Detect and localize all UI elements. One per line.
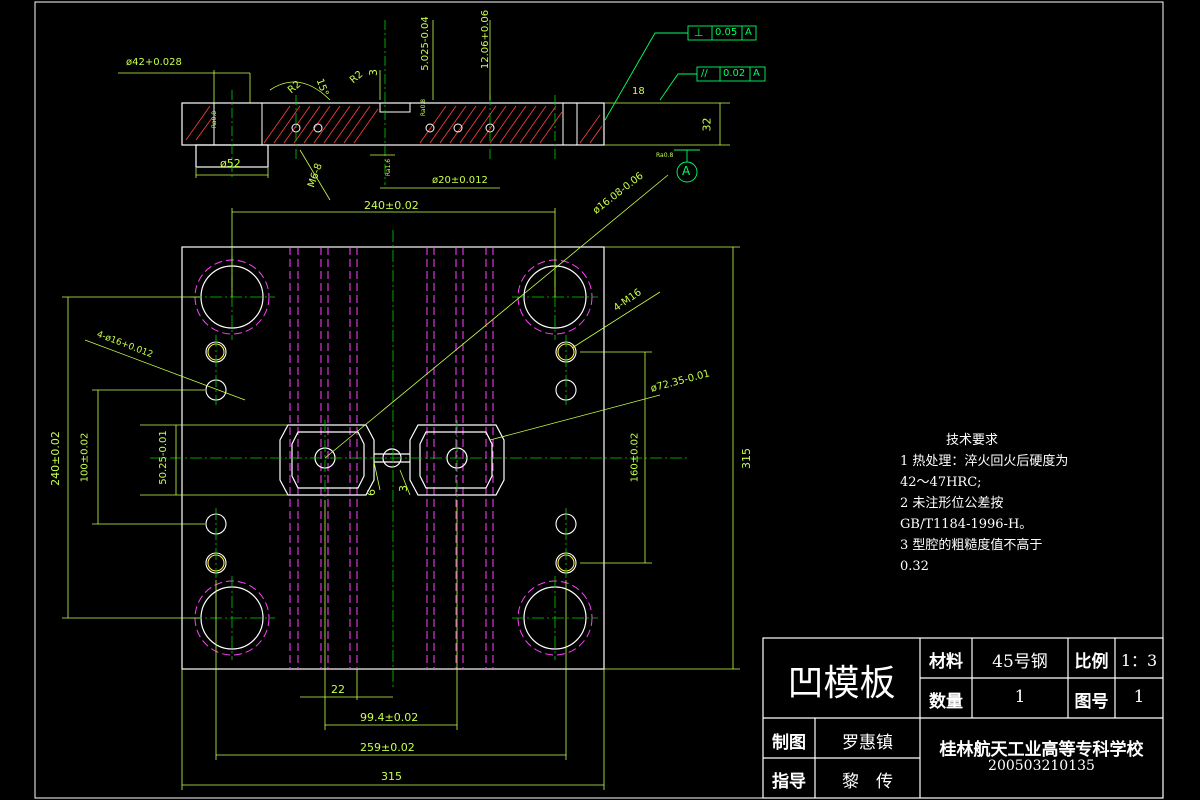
perp-symbol: ⊥ (694, 26, 704, 39)
dim-240-top: 240±0.02 (364, 199, 419, 212)
notes-heading: 技术要求 (946, 433, 999, 448)
student-id: 200503210135 (988, 758, 1095, 774)
section-view (118, 20, 766, 201)
dim-22: 22 (331, 683, 345, 696)
dim-d20: ø20±0.012 (432, 175, 488, 186)
dim-3b: 3 (397, 485, 410, 492)
material-label: 材料 (929, 652, 963, 672)
guide-by: 黎 传 (842, 772, 893, 792)
plan-dimensions (62, 174, 740, 790)
perp-datum: A (745, 27, 752, 38)
cavities (279, 424, 505, 496)
dim-32: 32 (700, 117, 714, 132)
drawn-by: 罗惠镇 (842, 733, 893, 753)
roughness-d: Ra0.8 (656, 152, 674, 159)
drawing-no-label: 图号 (1074, 692, 1109, 712)
notes-line: GB/T1184-1996-H。 (900, 517, 1033, 532)
notes-line: 42～47HRC; (900, 475, 982, 490)
dim-d42: ø42+0.028 (126, 57, 182, 68)
dim-100: 100±0.02 (79, 432, 91, 483)
par-symbol: // (701, 68, 708, 79)
plan-view (62, 174, 740, 790)
notes-line: 3 型腔的粗糙度值不高于 (900, 538, 1043, 553)
dim-1206: 12.06+0.06 (480, 9, 492, 70)
qty-label: 数量 (929, 692, 963, 712)
section-hatch (185, 105, 603, 144)
tolerance-frames (604, 25, 766, 183)
datum-label: A (682, 164, 691, 178)
technical-notes: 技术要求 1 热处理：淬火回火后硬度为 42～47HRC; 2 未注形位公差按 … (900, 430, 1068, 577)
dim-315-bottom: 315 (381, 770, 402, 783)
guide-label: 指导 (772, 772, 806, 792)
dim-240-left: 240±0.02 (48, 431, 62, 486)
center-lines (150, 230, 690, 690)
par-datum: A (753, 68, 760, 79)
dim-6: 6 (365, 489, 378, 496)
drawing-no-value: 1 (1133, 687, 1145, 707)
notes-line: 1 热处理：淬火回火后硬度为 (900, 454, 1069, 469)
scale-value: 1：3 (1120, 651, 1158, 670)
section-outline (181, 102, 605, 146)
perp-value: 0.05 (715, 27, 738, 38)
guide-bores (194, 259, 593, 656)
title-block-grid (762, 637, 1164, 799)
roughness-b: Ra0.8 (420, 98, 428, 117)
dim-5025: 5.025-0.04 (419, 16, 431, 71)
dim-d52: ø52 (220, 157, 241, 170)
dim-315-right: 315 (740, 448, 753, 469)
dim-160: 160±0.02 (629, 432, 641, 483)
dim-3: 3 (367, 69, 380, 76)
pin-holes (205, 341, 577, 574)
drawn-label: 制图 (772, 733, 806, 753)
dim-994: 99.4±0.02 (360, 711, 419, 724)
scale-label: 比例 (1074, 652, 1109, 672)
part-name: 凹模板 (787, 663, 896, 704)
school-name: 桂林航天工业高等专科学校 (939, 740, 1144, 760)
roughness-a: Ra0.8 (211, 110, 219, 129)
par-value: 0.02 (723, 68, 746, 79)
dim-5025b: 50.25-0.01 (157, 430, 169, 485)
notes-line: 2 未注形位公差按 (900, 496, 1004, 511)
dim-18: 18 (632, 86, 645, 97)
qty-value: 1 (1014, 687, 1026, 707)
notes-line: 0.32 (900, 559, 929, 574)
roughness-c: Ra1.6 (385, 158, 393, 177)
drawing-border (34, 1, 1164, 799)
material-value: 45号钢 (992, 652, 1048, 672)
dim-259: 259±0.02 (360, 741, 415, 754)
